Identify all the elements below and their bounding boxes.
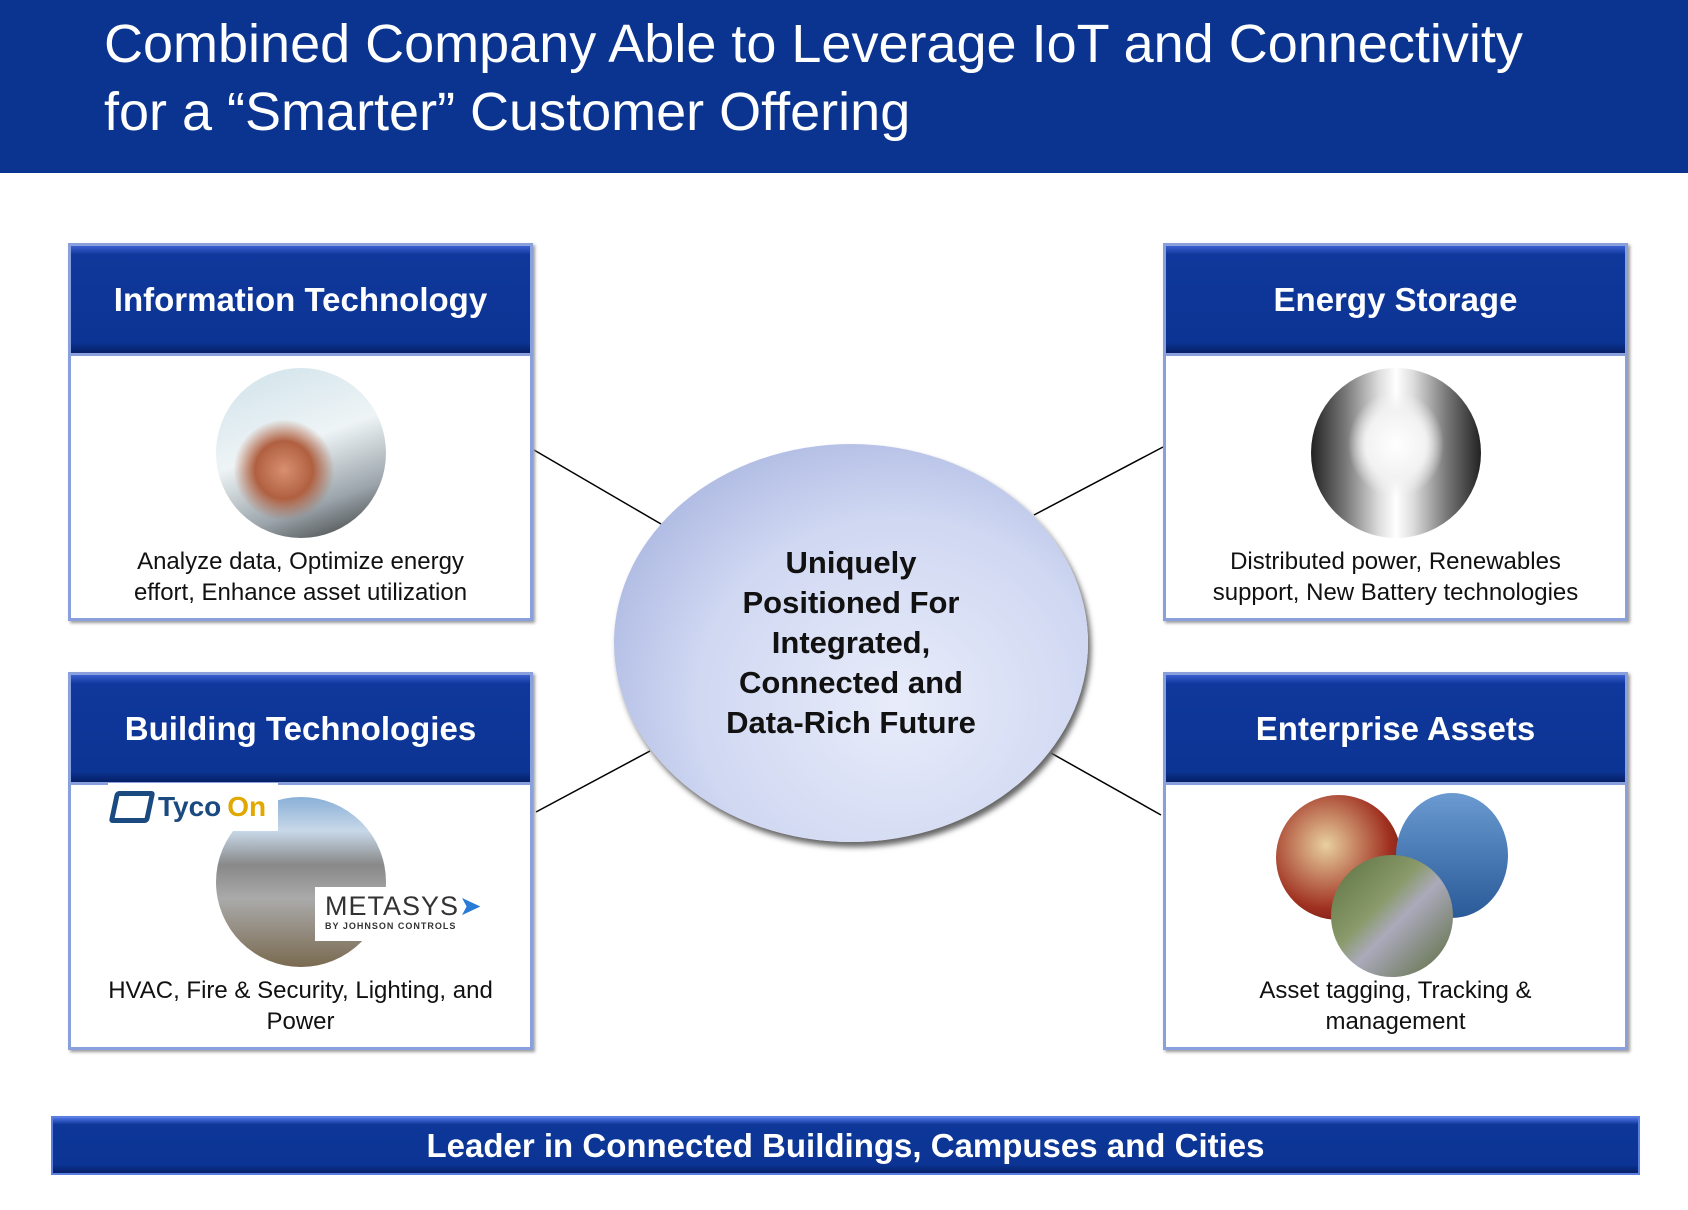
box-title: Building Technologies [71,675,530,785]
title-banner: Combined Company Able to Leverage IoT an… [0,0,1688,173]
chevron-icon: ➤ [459,891,483,921]
tyco-logo-icon [108,791,156,823]
box-desc: Asset tagging, Tracking & [1259,977,1532,1004]
title-line-2: for a “Smarter” Customer Offering [104,82,911,142]
metasys-subtitle: BY JOHNSON CONTROLS [325,921,457,931]
box-information-technology: Information Technology Analyze data, Opt… [68,243,533,621]
center-text: Data-Rich Future [726,705,976,740]
center-text: Integrated, [771,625,931,660]
title-line-1: Combined Company Able to Leverage IoT an… [104,14,1523,74]
center-ellipse: Uniquely Positioned For Integrated, Conn… [614,444,1088,842]
metasys-logo: METASYS➤ BY JOHNSON CONTROLS [315,887,515,941]
box-energy-storage: Energy Storage Distributed power, Renewa… [1163,243,1628,621]
tyco-text: Tyco [158,791,222,822]
box-title: Information Technology [71,246,530,356]
box-title: Energy Storage [1166,246,1625,356]
trucks-image [1331,855,1453,977]
box-desc: HVAC, Fire & Security, Lighting, and [108,977,493,1004]
box-enterprise-assets: Enterprise Assets Asset tagging, Trackin… [1163,672,1628,1050]
box-desc: management [1325,1008,1466,1035]
box-title: Enterprise Assets [1166,675,1625,785]
center-text: Uniquely [785,545,917,580]
typing-hands-image [215,368,386,538]
box-desc: Analyze data, Optimize energy [137,548,464,575]
center-text: Connected and [739,665,963,700]
metasys-text: METASYS [325,891,460,921]
box-desc: Power [266,1008,335,1035]
footer-banner: Leader in Connected Buildings, Campuses … [51,1116,1640,1175]
box-desc: Distributed power, Renewables [1230,548,1561,575]
box-desc: support, New Battery technologies [1212,579,1579,606]
server-corridor-image [1310,368,1481,538]
box-desc: effort, Enhance asset utilization [133,579,468,606]
on-text: On [227,791,267,822]
center-text: Positioned For [742,585,960,620]
